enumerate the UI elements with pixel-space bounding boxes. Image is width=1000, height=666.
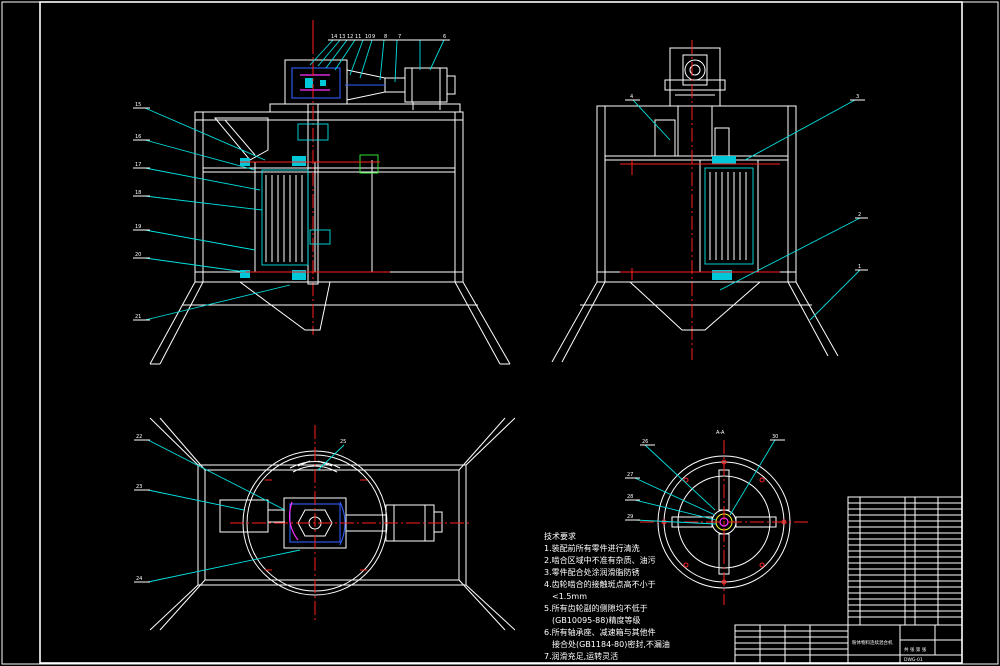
note-line: 接合处(GB1184-80)密封,不漏油	[552, 639, 670, 649]
front-left-callouts: 15 16 17 18 19 20 21	[135, 102, 141, 320]
callout: 21	[135, 314, 141, 320]
callout: 4	[630, 94, 633, 100]
plan-callouts: 22 23 24 25	[136, 434, 346, 582]
callout: 26	[642, 439, 648, 445]
callout: 6	[443, 34, 446, 40]
note-line: 1.装配前所有零件进行清洗	[544, 543, 640, 553]
section-callouts: 26 27 28 29 30	[627, 434, 778, 520]
side-view	[551, 40, 868, 363]
callout: 10	[365, 34, 371, 40]
drawing-number: DWG-01	[904, 657, 923, 663]
callout: 1	[858, 264, 861, 270]
note-line: 7.润滑充足,运转灵活	[544, 651, 618, 661]
callout: 27	[627, 472, 633, 478]
callout: 14	[331, 34, 337, 40]
callout: 25	[340, 439, 346, 445]
note-line: 6.所有轴承座、减速箱与其他件	[544, 627, 656, 637]
callout: 8	[384, 34, 387, 40]
inner-border	[39, 1, 963, 664]
callout: 18	[135, 190, 141, 196]
callout: 17	[135, 162, 141, 168]
callout: 29	[627, 514, 633, 520]
callout: 12	[347, 34, 353, 40]
callout: 11	[355, 34, 361, 40]
callout: 20	[135, 252, 141, 258]
callout: 24	[136, 576, 142, 582]
sheet-info: 共 张 第 张	[904, 646, 927, 653]
callout: 30	[772, 434, 778, 440]
section-view: A-A	[625, 430, 810, 605]
section-label: A-A	[716, 430, 725, 436]
note-line: 3.零件配合处涂润滑脂防锈	[544, 567, 640, 577]
parts-list	[847, 496, 963, 626]
front-top-callouts: 14 13 12 11 10 9 8 7 6	[331, 34, 446, 40]
front-view	[133, 20, 511, 365]
callout: 22	[136, 434, 142, 440]
callout: 28	[627, 494, 633, 500]
technical-notes: 技术要求 1.装配前所有零件进行清洗 2.啮合区域中不准有杂质、油污 3.零件配…	[544, 531, 670, 661]
note-line: 4.齿轮啮合的接触斑点高不小于	[544, 579, 656, 589]
callout: 9	[372, 34, 375, 40]
note-line: 2.啮合区域中不准有杂质、油污	[544, 555, 656, 565]
side-callouts: 4 3 2 1	[630, 94, 861, 270]
note-line: <1.5mm	[552, 592, 587, 601]
callout: 3	[856, 94, 859, 100]
callout: 19	[135, 224, 141, 230]
callout: 7	[398, 34, 401, 40]
callout: 23	[136, 484, 142, 490]
title-block: 粉体物料连续混合机 DWG-01 共 张 第 张	[734, 624, 963, 664]
callout: 15	[135, 102, 141, 108]
plan-view	[134, 417, 516, 631]
callout: 13	[339, 34, 345, 40]
drawing-title: 粉体物料连续混合机	[852, 639, 893, 646]
callout: 16	[135, 134, 141, 140]
notes-heading: 技术要求	[544, 531, 576, 541]
note-line: (GB10095-88)精度等级	[552, 615, 640, 625]
note-line: 5.所有齿轮副的侧隙均不低于	[544, 603, 648, 613]
callout: 2	[858, 212, 861, 218]
